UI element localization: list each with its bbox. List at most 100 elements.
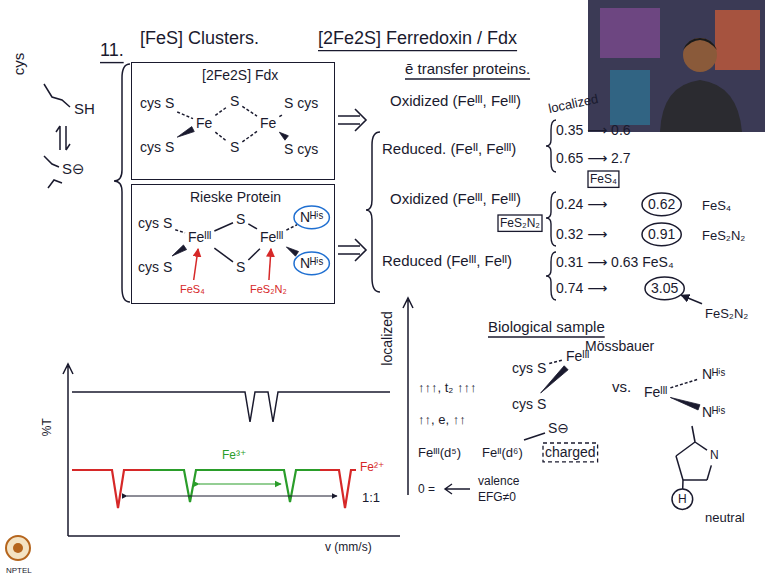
orbital-filling: ↑↑, e, ↑↑ (418, 412, 466, 428)
bond-line (248, 224, 257, 229)
underline (318, 50, 517, 51)
implies-arrow (338, 239, 366, 261)
residue-label: cys (10, 53, 28, 76)
video-inset (588, 0, 765, 132)
atom-label: cys S (140, 95, 174, 112)
value-pair: 0.35 ⟶ 0.6 (556, 122, 631, 139)
site-label: FeS₂N₂ (702, 228, 745, 244)
grouping-brace (114, 64, 130, 302)
site-label: FeS₄ (702, 198, 731, 214)
logo (13, 543, 23, 553)
atom-label: Fe (260, 115, 276, 132)
state-label: Reduced. (Feᴵᴵ, Feᴵᴵᴵ) (382, 140, 516, 158)
bond-line (692, 426, 695, 442)
bond-line (549, 360, 563, 363)
box-mark (498, 215, 542, 231)
atom-label: FeS₂N₂ (250, 283, 287, 296)
circle-mark (294, 252, 329, 275)
atom-label: FeS₄ (180, 283, 205, 296)
method-label: Mössbauer (585, 338, 654, 355)
x-axis (68, 535, 400, 537)
atom-label: H (678, 492, 687, 506)
underline (100, 62, 124, 63)
atom-label: Fe (196, 115, 212, 132)
bond-line (683, 479, 707, 481)
note-text: localized (547, 91, 600, 117)
underline (488, 337, 605, 338)
orbital-filling: ↑↑↑, t₂ ↑↑↑ (418, 380, 477, 396)
topic-heading: [2Fe2S] Ferredoxin / Fdx (318, 28, 517, 50)
implies-arrow (338, 109, 366, 131)
quadrupole-value: 3.05 (651, 280, 678, 297)
axis-label: %T (40, 418, 54, 436)
underline (405, 79, 530, 80)
thiol-label: SH (74, 100, 95, 118)
topic-note: ē transfer proteins. (405, 60, 530, 78)
localized-arrow (403, 298, 413, 495)
atom-label: Nᴴⁱˢ (702, 366, 725, 383)
equilibrium-arrow (66, 126, 70, 150)
atom-label: S (236, 211, 245, 228)
logo (6, 536, 30, 560)
chain-sketch (44, 84, 70, 107)
bond-line (286, 247, 298, 256)
atom-label: S⊖ (548, 420, 569, 437)
box-mark (588, 171, 619, 187)
logo-text: NPTEL (6, 566, 32, 576)
note-text: localized (379, 311, 396, 365)
atom-label: Nᴴⁱˢ (300, 255, 323, 272)
note-text: EFG≠0 (478, 490, 516, 504)
bond-line (214, 248, 233, 262)
state-label: Reduced (Feᴵᴵᴵ, Feᴵᴵ) (382, 252, 512, 270)
circle-mark (642, 223, 681, 246)
bond-line (676, 456, 683, 480)
bond-line (242, 131, 257, 142)
bond-line (286, 225, 297, 230)
bond-line (279, 115, 282, 117)
y-axis (63, 364, 73, 536)
underline (488, 336, 605, 337)
splitting-arrow (199, 483, 281, 484)
atom-label: Feᴵᴵᴵ (188, 229, 211, 246)
ion-label: Feᴵᴵ(d⁶) (482, 445, 523, 461)
pointer-arrow (445, 484, 470, 494)
chain-sketch (48, 180, 62, 188)
bond-line (695, 442, 707, 450)
ion-label: Feᴵᴵᴵ(d⁵) (418, 445, 461, 461)
bond-line (177, 112, 193, 119)
site-label: FeS₂N₂ (705, 306, 748, 322)
site-tag: FeS₂N₂ (500, 216, 540, 230)
equilibrium-arrow (56, 126, 60, 150)
bond-line (177, 127, 194, 138)
circle-mark (672, 489, 693, 509)
atom-label: Nᴴⁱˢ (300, 209, 323, 226)
atom-label: cys S (138, 215, 172, 232)
slide-title: [FeS] Clusters. (140, 28, 259, 50)
circle-mark (294, 206, 329, 229)
axis-label: v (mm/s) (325, 540, 372, 554)
value-pair: 0.32 ⟶ (556, 226, 607, 243)
section-heading: Biological sample (488, 318, 605, 336)
structure-box: [2Fe2S] Fdxcys SFeSSFeS cyscys SS cys (131, 62, 335, 180)
state-label: Oxidized (Feᴵᴵᴵ, Feᴵᴵᴵ) (390, 190, 521, 208)
box-mark (543, 443, 598, 462)
slide-number: 11. (100, 40, 124, 62)
underline (405, 78, 530, 79)
bond-line (215, 132, 227, 141)
bond-line (670, 379, 699, 388)
value-pair: 0.31 ⟶ 0.63 FeS₄ (556, 254, 674, 271)
box-heading: Rieske Protein (190, 189, 281, 206)
circle-mark (294, 252, 329, 275)
circle-mark (672, 489, 693, 509)
atom-label: cys S (512, 396, 546, 413)
atom-label: S (230, 139, 239, 156)
atom-label: S cys (284, 95, 318, 112)
underline (318, 50, 517, 51)
bond-line (670, 397, 700, 410)
spectrum-trace (72, 470, 356, 508)
circle-mark (642, 223, 681, 246)
spectrum-trace (72, 392, 390, 422)
value-brace (546, 252, 556, 300)
value-brace (546, 120, 556, 172)
